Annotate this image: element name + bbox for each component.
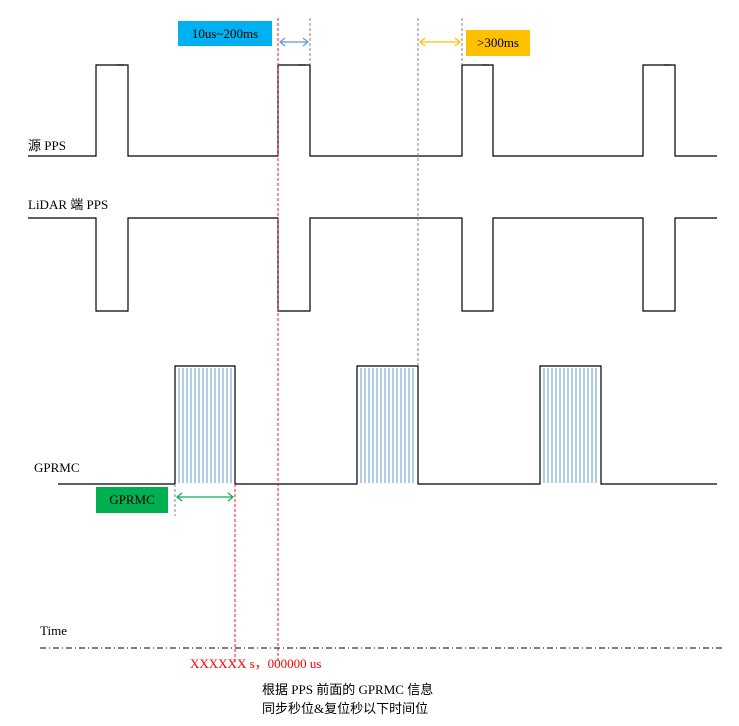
gprmc-signal: [58, 365, 717, 485]
gray-guide-lines: [174, 18, 463, 516]
source-pps-waveform: [28, 64, 717, 157]
note-line-2: 同步秒位&复位秒以下时间位: [262, 701, 429, 716]
lidar-pps-waveform: [28, 217, 717, 312]
gprmc-window-arrow: [176, 492, 234, 502]
interval-arrow: [419, 37, 461, 47]
lidar-pps-label: LiDAR 端 PPS: [28, 197, 109, 212]
gprmc-label: GPRMC: [34, 460, 80, 475]
pulse-width-arrow: [279, 37, 309, 47]
gprmc-data-stripes: [178, 368, 597, 483]
interval-box: >300ms: [466, 30, 530, 56]
source-pps-label: 源 PPS: [28, 138, 66, 153]
pulse-width-box: 10us~200ms: [178, 21, 272, 46]
time-label: Time: [40, 623, 67, 638]
note-line-1: 根据 PPS 前面的 GPRMC 信息: [262, 682, 434, 697]
timestamp-label: XXXXXX s，000000 us: [190, 656, 322, 671]
red-sync-lines: [234, 18, 279, 662]
gprmc-window-box: GPRMC: [96, 487, 168, 513]
